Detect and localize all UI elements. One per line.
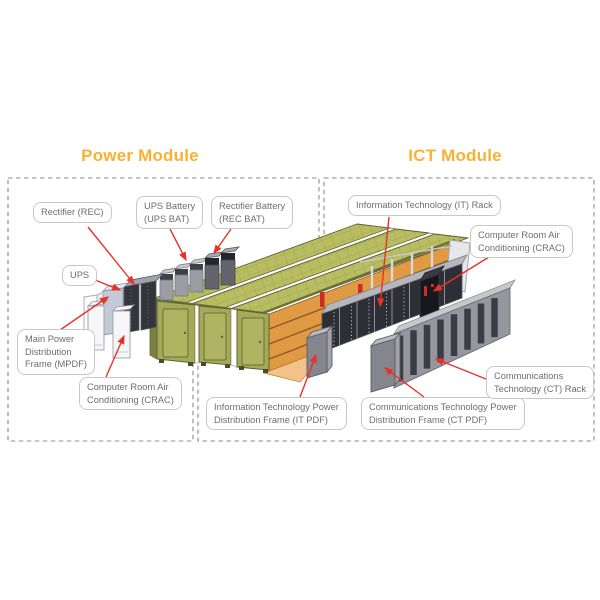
leader-ct-pdf	[383, 367, 425, 398]
callout-it-pdf: Information Technology Power Distributio…	[206, 397, 347, 431]
callout-ups-battery: UPS Battery (UPS BAT)	[136, 196, 204, 230]
ict-module-title: ICT Module	[408, 146, 502, 165]
leader-crac-left	[105, 334, 125, 378]
fire-suppression-tank	[320, 292, 325, 307]
it-rack-row	[321, 254, 468, 353]
leader-ct-rack	[434, 358, 487, 380]
leader-lines	[59, 216, 490, 398]
rectifier-battery-stack	[203, 246, 241, 290]
callout-ct-rack: Communications Technology (CT) Rack	[486, 366, 594, 400]
callout-rectifier-rec: Rectifier (REC)	[33, 202, 112, 223]
leader-ups-battery	[169, 228, 187, 262]
callout-rectifier-battery: Rectifier Battery (REC BAT)	[211, 196, 294, 230]
leader-crac-right	[432, 256, 490, 292]
callout-ct-pdf: Communications Technology Power Distribu…	[361, 397, 525, 431]
callout-ups: UPS	[62, 265, 98, 286]
callout-crac-power: Computer Room Air Conditioning (CRAC)	[79, 377, 182, 411]
leader-it-rack	[377, 216, 390, 308]
ups-battery-stack	[158, 257, 209, 301]
leader-rectifier	[87, 226, 135, 286]
leader-ups	[94, 279, 122, 291]
ct-rack-row	[393, 279, 516, 389]
leader-rectifier-battery	[213, 228, 232, 255]
callout-it-rack: Information Technology (IT) Rack	[348, 195, 501, 216]
callout-crac-ict: Computer Room Air Conditioning (CRAC)	[470, 225, 573, 259]
callout-mpdf: Main Power Distribution Frame (MPDF)	[17, 329, 95, 375]
leader-mpdf	[59, 296, 110, 331]
roof-edge-fascia	[262, 238, 456, 315]
ct-pdf-cabinet	[369, 331, 402, 393]
power-module-title: Power Module	[81, 146, 199, 165]
leader-it-pdf	[299, 353, 317, 398]
power-equipment	[83, 246, 241, 359]
fire-suppression-tank	[358, 284, 363, 298]
